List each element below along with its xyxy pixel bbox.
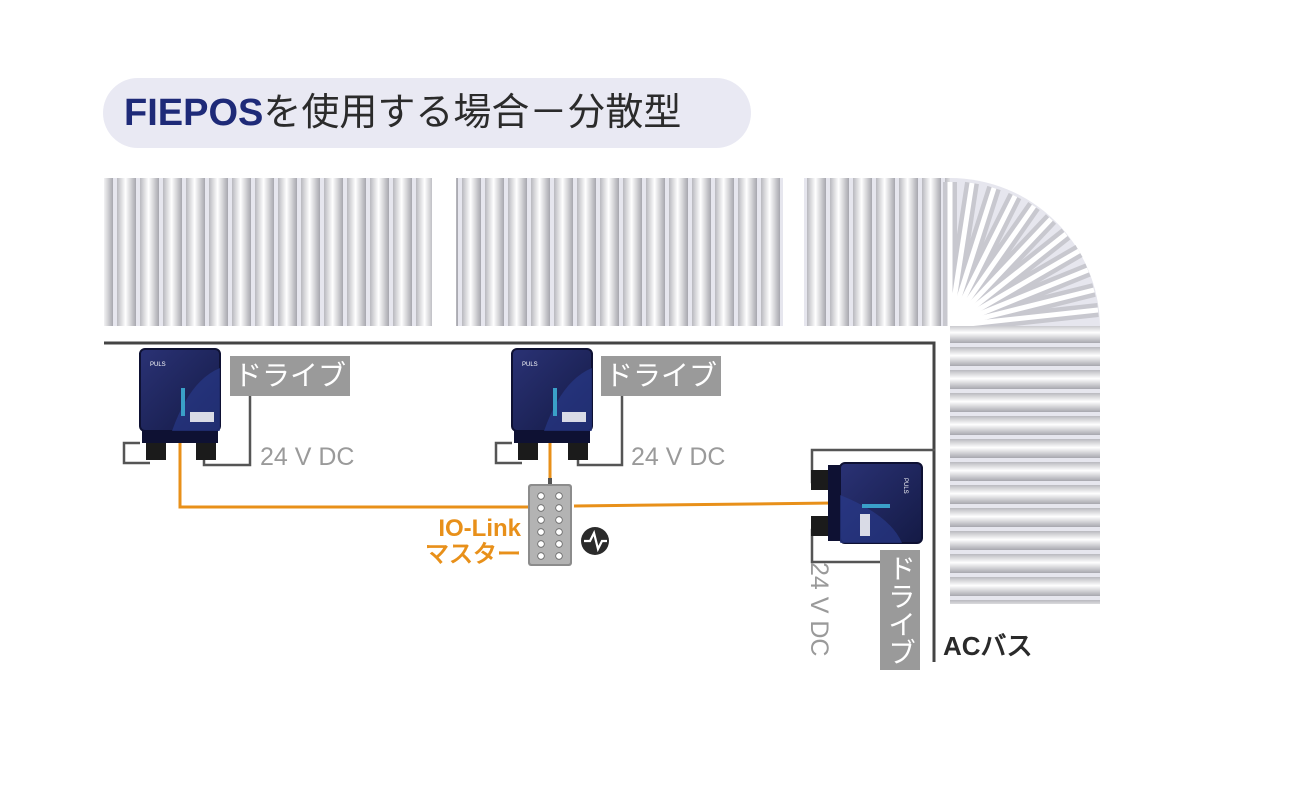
conveyor-section-3 <box>804 178 1100 604</box>
title-pill <box>103 78 751 148</box>
power-supply-2: PULS <box>511 348 593 460</box>
io-link-logo-icon <box>581 527 609 555</box>
ac-bus-label: ACバス <box>943 631 1033 661</box>
dc-label-3: 24 V DC <box>805 562 833 657</box>
power-supply-1: PULS <box>139 348 221 460</box>
dc-label-2: 24 V DC <box>631 443 726 471</box>
page-title: FIEPOSを使用する場合－分散型 <box>124 86 681 139</box>
io-link-label-line2: マスター <box>425 541 521 568</box>
device-brand: PULS <box>150 362 166 368</box>
io-link-label-line1: IO-Link <box>438 515 521 542</box>
io-link-master <box>528 478 572 566</box>
ac-bus-line <box>104 341 936 662</box>
conveyor-section-1 <box>104 178 432 326</box>
drive-label-2: ドライブ <box>601 356 722 396</box>
drive-label-1: ドライブ <box>230 356 351 396</box>
dc-label-1: 24 V DC <box>260 443 355 471</box>
device-brand: PULS <box>522 362 538 368</box>
title-brand: FIEPOS <box>124 92 264 134</box>
io-link-master-label: IO-Link マスター <box>405 516 521 568</box>
power-supply-3: PULS <box>811 462 923 544</box>
device-brand: PULS <box>902 478 908 494</box>
title-rest: を使用する場合－分散型 <box>263 90 682 134</box>
drive-label-3: ドライブ <box>880 550 920 670</box>
conveyor-section-2 <box>456 178 783 326</box>
io-link-cables <box>178 443 835 509</box>
